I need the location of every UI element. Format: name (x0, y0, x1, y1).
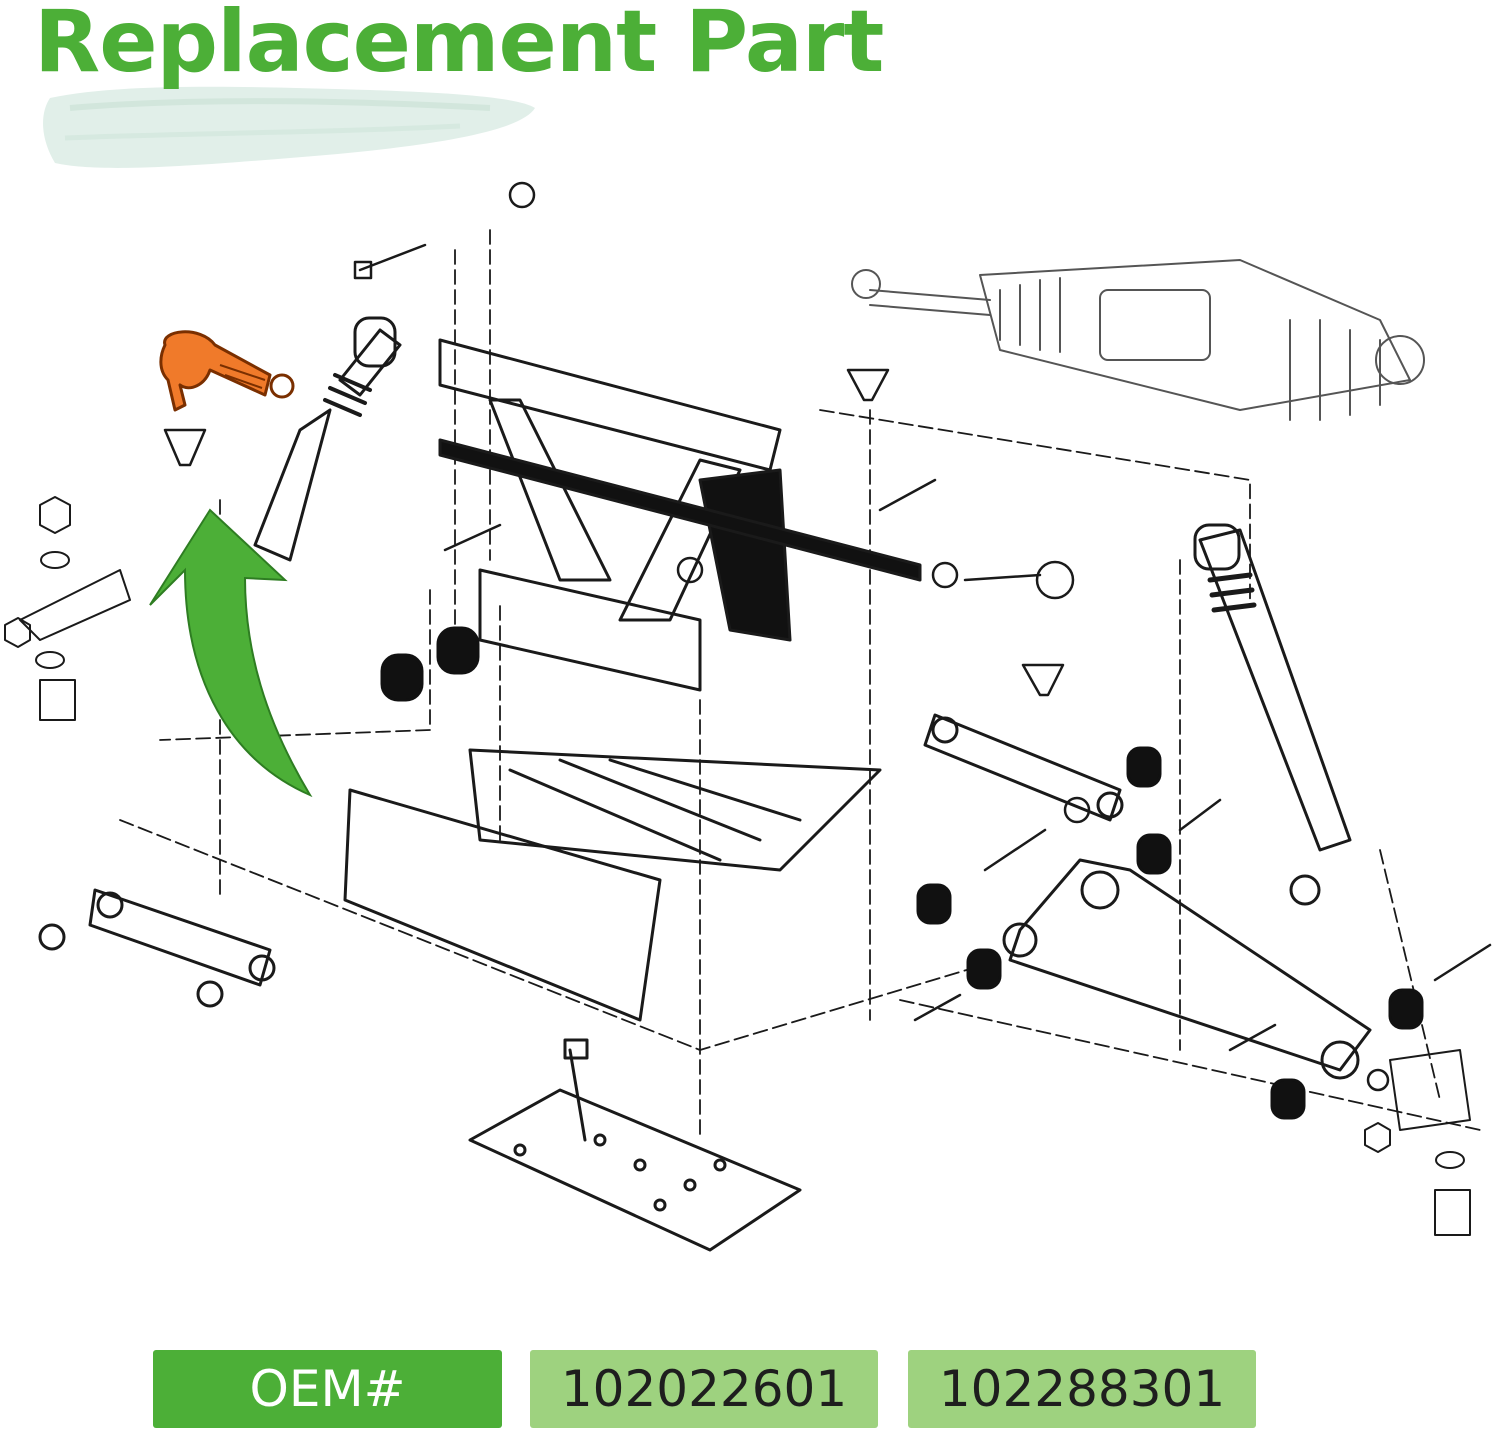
exploded-parts-diagram (4, 181, 1492, 1252)
lower-a-arm (1002, 858, 1372, 1080)
dashed-assembly-lines (119, 229, 1481, 1141)
highlighted-tie-rod-end (159, 330, 295, 412)
oem-part-number: 102288301 (908, 1350, 1256, 1428)
lower-frame-plate (343, 748, 882, 1022)
oem-part-number: 102022601 (530, 1350, 878, 1428)
right-link-bar (923, 713, 1124, 822)
hardware-bolts-and-nuts (163, 181, 1492, 1092)
mounting-plate (468, 1038, 802, 1252)
center-frame-bracket (438, 338, 792, 692)
left-link-bar (38, 888, 276, 1008)
oem-number-bar: OEM# 102022601 102288301 (0, 1350, 1500, 1430)
axle-tube (438, 438, 922, 582)
left-shock-absorber (253, 316, 402, 562)
curved-arrow-up-right-icon (149, 508, 313, 798)
right-spindle-parts (1364, 1049, 1471, 1236)
right-shock-absorber (1193, 523, 1352, 906)
page-title: Replacement Part (34, 0, 884, 92)
left-spindle-parts (4, 496, 131, 721)
steering-rack (851, 259, 1425, 421)
oem-label-badge: OEM# (153, 1350, 502, 1428)
rubber-bushings (380, 626, 1424, 1120)
brush-stroke-decoration (43, 86, 536, 168)
